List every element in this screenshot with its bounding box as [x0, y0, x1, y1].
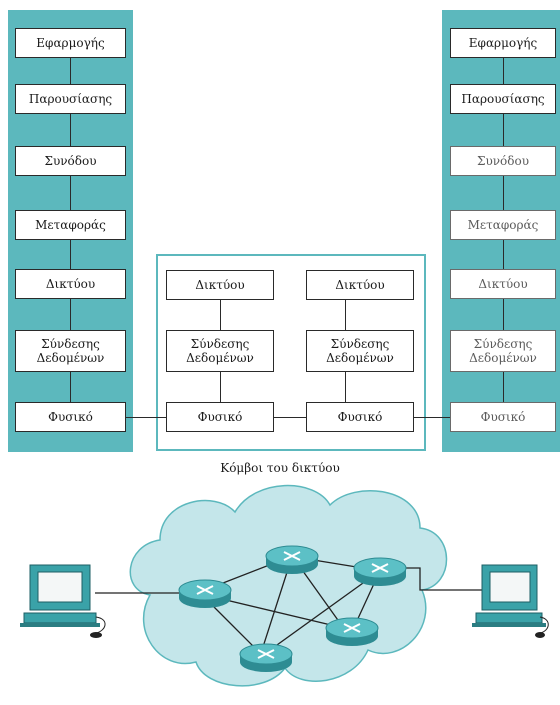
router-icon	[178, 579, 232, 608]
left-layer-application: Εφαρμογής	[15, 28, 126, 58]
left-layer-datalink: Σύνδεσης Δεδομένων	[15, 330, 126, 372]
node-b-layer-datalink: Σύνδεσης Δεδομένων	[306, 330, 414, 372]
physical-link-right	[414, 417, 450, 418]
left-layer-network: Δικτύου	[15, 269, 126, 299]
left-layer-transport: Μεταφοράς	[15, 210, 126, 240]
computer-icon	[472, 564, 549, 638]
left-layer-physical: Φυσικό	[15, 402, 126, 432]
right-layer-session: Συνόδου	[450, 146, 556, 176]
right-layer-presentation: Παρουσίασης	[450, 84, 556, 114]
node-b-layer-physical: Φυσικό	[306, 402, 414, 432]
physical-link-middle	[274, 417, 306, 418]
right-layer-datalink: Σύνδεσης Δεδομένων	[450, 330, 556, 372]
network-illustration	[20, 484, 549, 687]
router-icon	[325, 617, 379, 646]
left-layer-presentation: Παρουσίασης	[15, 84, 126, 114]
right-layer-network: Δικτύου	[450, 269, 556, 299]
node-a-layer-network: Δικτύου	[166, 270, 274, 300]
router-icon	[353, 557, 407, 586]
network-nodes-caption: Κόμβοι του δικτύου	[220, 461, 340, 475]
computer-icon	[20, 564, 106, 638]
node-a-layer-physical: Φυσικό	[166, 402, 274, 432]
node-b-layer-network: Δικτύου	[306, 270, 414, 300]
physical-link-left	[126, 417, 166, 418]
left-layer-session: Συνόδου	[15, 146, 126, 176]
router-icon	[239, 643, 293, 672]
router-icon	[265, 545, 319, 574]
right-layer-physical: Φυσικό	[450, 402, 556, 432]
right-layer-transport: Μεταφοράς	[450, 210, 556, 240]
node-a-layer-datalink: Σύνδεσης Δεδομένων	[166, 330, 274, 372]
right-layer-application: Εφαρμογής	[450, 28, 556, 58]
